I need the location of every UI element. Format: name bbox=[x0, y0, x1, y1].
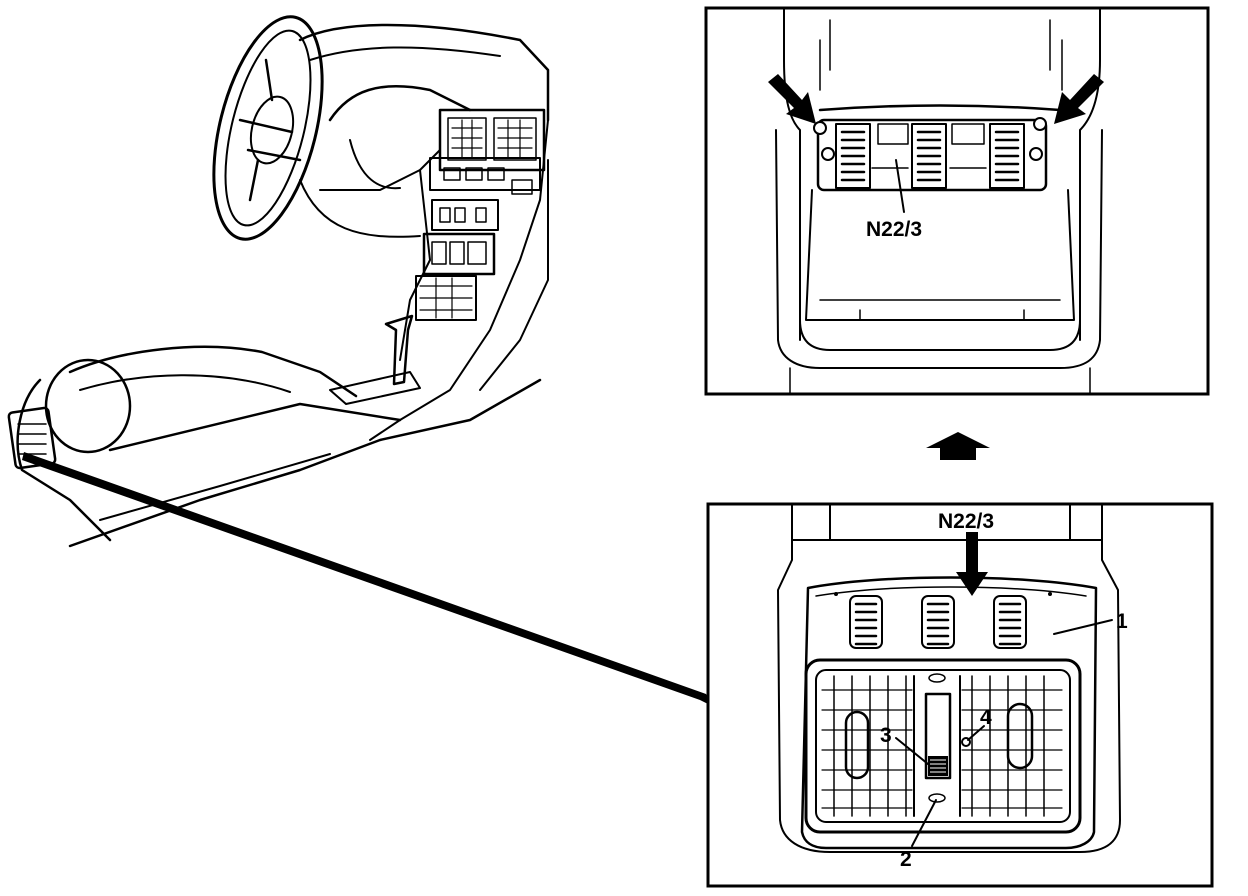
center-console bbox=[7, 345, 542, 548]
leader-line-to-detail bbox=[22, 452, 712, 706]
center-stack bbox=[329, 199, 499, 405]
dashboard-outline bbox=[298, 23, 550, 441]
upper-detail-panel: N22/3 bbox=[704, 6, 1210, 396]
lower-n22-3-label: N22/3 bbox=[938, 510, 994, 533]
callout-3: 3 bbox=[880, 724, 892, 747]
instrument-panel bbox=[429, 108, 546, 195]
arrow-pointer-icon bbox=[956, 532, 988, 596]
upper-n22-3-label: N22/3 bbox=[866, 218, 922, 241]
dashboard-overview-illustration bbox=[7, 15, 550, 548]
callout-1: 1 bbox=[1116, 610, 1128, 633]
main-vent-grille bbox=[804, 658, 1082, 834]
arrow-pointer-icon bbox=[768, 74, 1104, 124]
upper-vent-grilles bbox=[834, 592, 1052, 649]
arrow-up-icon bbox=[926, 432, 990, 460]
steering-wheel bbox=[212, 15, 324, 241]
callout-4: 4 bbox=[980, 706, 992, 729]
lower-detail-panel: N22/3 1 2 3 4 bbox=[706, 502, 1214, 888]
callout-2: 2 bbox=[900, 848, 912, 871]
vent-module-n22-3 bbox=[813, 117, 1048, 192]
